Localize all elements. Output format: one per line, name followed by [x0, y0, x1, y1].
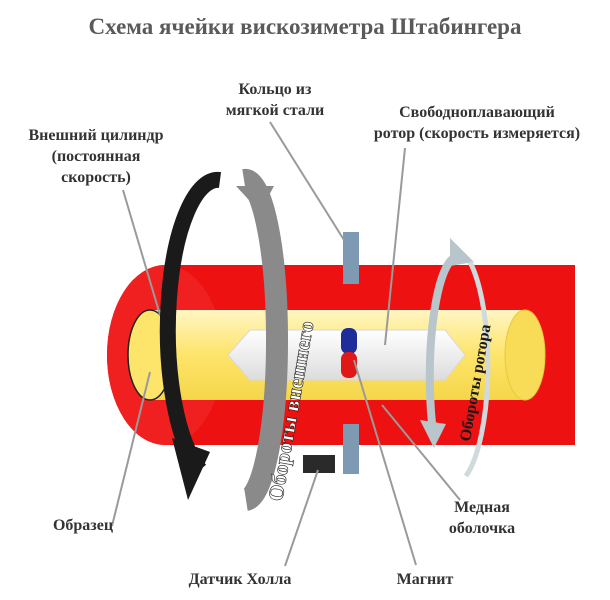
- rotor-arrow-head-top: [450, 238, 474, 266]
- magnet-north: [341, 328, 357, 354]
- label-outer-line1: Внешний цилиндр: [29, 127, 164, 144]
- leader-sample: [111, 371, 151, 527]
- label-outer-line2: (постоянная: [52, 148, 141, 165]
- leader-copper: [381, 404, 461, 501]
- steel-ring-top: [343, 232, 359, 284]
- label-hall-sensor: Датчик Холла: [189, 571, 292, 588]
- outer-rotation-arrow: [159, 168, 288, 511]
- label-copper-line2: оболочка: [449, 520, 515, 537]
- leader-hall: [284, 469, 319, 567]
- rotor-rotation-arrow: [420, 238, 491, 478]
- magnet-south: [341, 352, 357, 378]
- magnet: [341, 328, 357, 378]
- rotor-arrow-head-bottom: [420, 420, 446, 448]
- leader-lines: [111, 121, 461, 567]
- leader-outer-cylinder: [122, 189, 161, 316]
- diagram-title: Схема ячейки вискозиметра Штабингера: [88, 14, 522, 39]
- label-rotor-line1: Свободноплавающий: [399, 104, 555, 121]
- label-outer-line3: скорость): [61, 169, 131, 186]
- label-copper-line1: Медная: [454, 499, 510, 516]
- leader-rotor: [384, 147, 406, 346]
- label-magnet: Магнит: [397, 571, 454, 588]
- outer-arrow-head-bottom: [172, 438, 210, 500]
- steel-ring-bottom: [343, 424, 359, 474]
- label-sample: Образец: [53, 517, 113, 534]
- label-ring-line1: Кольцо из: [239, 81, 312, 98]
- label-ring-line2: мягкой стали: [226, 102, 325, 119]
- hall-sensor: [303, 455, 335, 473]
- label-rotor-line2: ротор (скорость измеряется): [374, 125, 580, 142]
- sample-right-end: [504, 309, 546, 401]
- outer-arrow-head-top: [236, 186, 274, 212]
- leader-steel-ring: [269, 121, 345, 241]
- leader-magnet: [353, 359, 417, 566]
